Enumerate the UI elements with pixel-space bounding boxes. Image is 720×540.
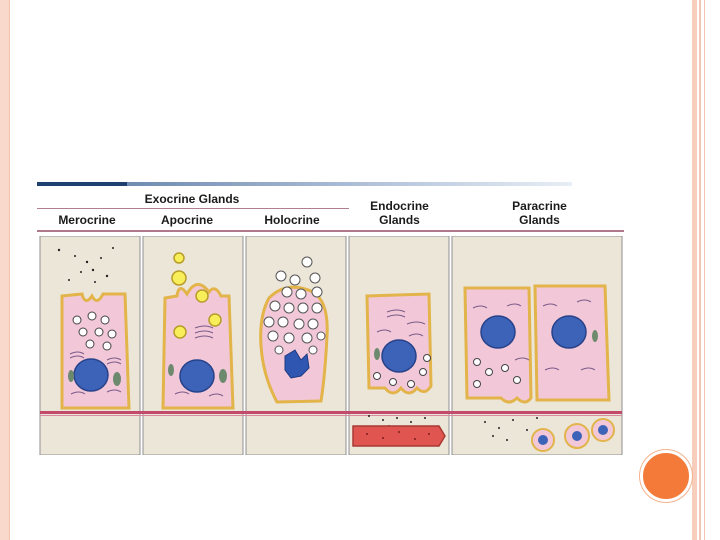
paracrine-label: Paracrine Glands [492, 199, 587, 227]
holocrine-label: Holocrine [264, 213, 320, 227]
paracrine-cell-left [463, 286, 533, 404]
endocrine-label-line2: Glands [379, 213, 420, 227]
holocrine-cell [259, 256, 329, 404]
gland-panels-svg [39, 236, 623, 455]
slide-frame-right-line [699, 0, 701, 540]
apocrine-label: Apocrine [160, 213, 213, 227]
exocrine-title: Exocrine Glands [144, 192, 240, 206]
accent-circle [640, 450, 692, 502]
merocrine-label: Merocrine [58, 213, 116, 227]
gland-types-figure: Exocrine Glands Merocrine Apocrine Holoc… [37, 180, 624, 455]
paracrine-target-cells [484, 417, 615, 452]
basement-membrane [40, 411, 622, 414]
figure-top-bar [37, 182, 127, 186]
endocrine-label-line1: Endocrine [370, 199, 429, 213]
figure-top-bar-fade [127, 182, 572, 186]
header-rule [37, 230, 624, 232]
blood-vessel [352, 425, 446, 447]
paracrine-cell-right [533, 284, 611, 402]
paracrine-label-line2: Glands [519, 213, 560, 227]
exocrine-underline [37, 208, 349, 209]
endocrine-label: Endocrine Glands [352, 199, 447, 227]
paracrine-label-line1: Paracrine [512, 199, 567, 213]
merocrine-cell [57, 247, 131, 410]
slide-frame-right [692, 0, 697, 540]
endocrine-cell [352, 292, 446, 447]
apocrine-cell [161, 252, 235, 410]
slide-frame-right-line [704, 0, 705, 540]
slide-frame-left [0, 0, 10, 540]
gland-panels [37, 236, 624, 455]
basement-membrane-line [40, 415, 622, 416]
